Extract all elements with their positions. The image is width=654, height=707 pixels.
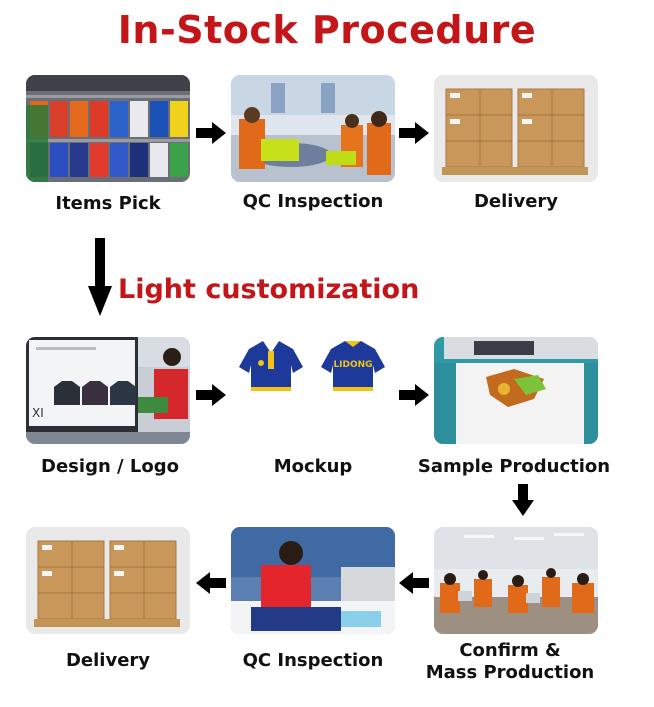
label-confirm: Confirm &	[459, 640, 561, 661]
arrow-right-3	[196, 384, 226, 406]
arrow-left-2	[399, 572, 429, 594]
subtitle: Light customization	[118, 274, 420, 305]
qc-inspection-photo	[231, 75, 395, 182]
arrow-left-1	[196, 572, 226, 594]
label-qc-inspection-1: QC Inspection	[242, 191, 384, 212]
label-items-pick: Items Pick	[55, 193, 161, 214]
mockup-text: LIDONG	[333, 360, 372, 370]
delivery-photo-bottom	[26, 527, 190, 634]
delivery-photo-top	[434, 75, 598, 182]
label-mockup: Mockup	[273, 456, 353, 477]
page-title: In-Stock Procedure	[117, 8, 537, 52]
label-sample-production: Sample Production	[417, 456, 611, 477]
label-design-logo: Design / Logo	[41, 456, 179, 477]
arrow-right-4	[399, 384, 429, 406]
label-qc-inspection-2: QC Inspection	[242, 650, 384, 671]
items-pick-photo	[26, 75, 190, 182]
label-delivery-2: Delivery	[65, 650, 151, 671]
mockup-image: LIDONG	[231, 337, 395, 444]
screen-text: XI	[32, 406, 44, 420]
label-delivery-1: Delivery	[473, 191, 559, 212]
back-jersey: LIDONG	[321, 341, 385, 437]
mass-production-photo	[434, 527, 598, 634]
front-jersey	[239, 341, 303, 437]
label-mass-production: Mass Production	[425, 662, 595, 683]
arrow-down-small	[512, 484, 534, 516]
sample-production-photo	[434, 337, 598, 444]
arrow-down-large	[88, 238, 112, 316]
arrow-right-1	[196, 122, 226, 144]
qc-inspection-photo-2	[231, 527, 395, 634]
arrow-right-2	[399, 122, 429, 144]
design-logo-photo: XI	[26, 337, 190, 444]
